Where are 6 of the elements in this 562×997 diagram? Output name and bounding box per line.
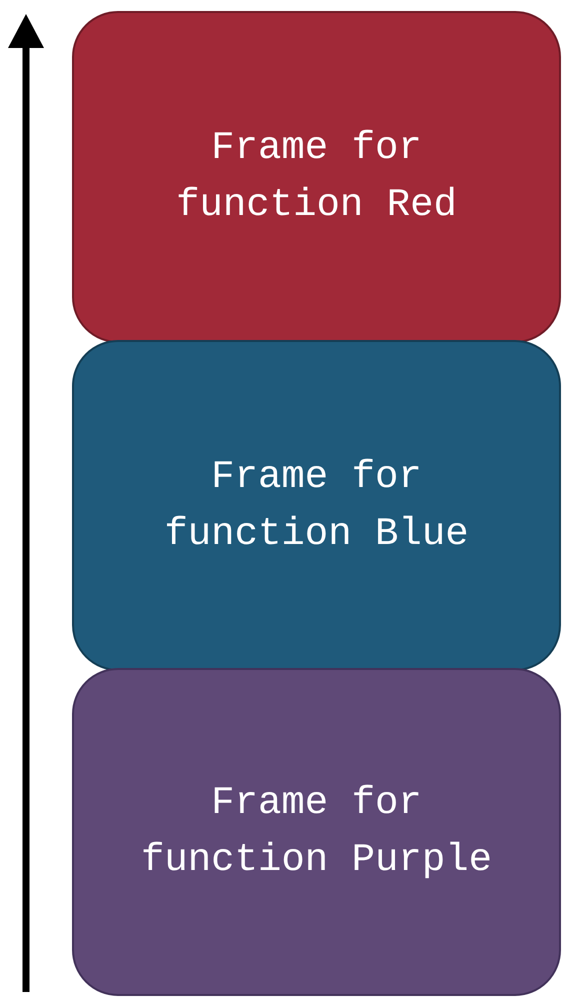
frame-label: Frame for function Red	[175, 125, 458, 229]
frame-label: Frame for function Purple	[140, 780, 494, 884]
frame-box	[72, 668, 561, 996]
frame-box	[72, 11, 561, 343]
frame-label: Frame for function Blue	[163, 454, 470, 558]
frame-box	[72, 340, 561, 671]
